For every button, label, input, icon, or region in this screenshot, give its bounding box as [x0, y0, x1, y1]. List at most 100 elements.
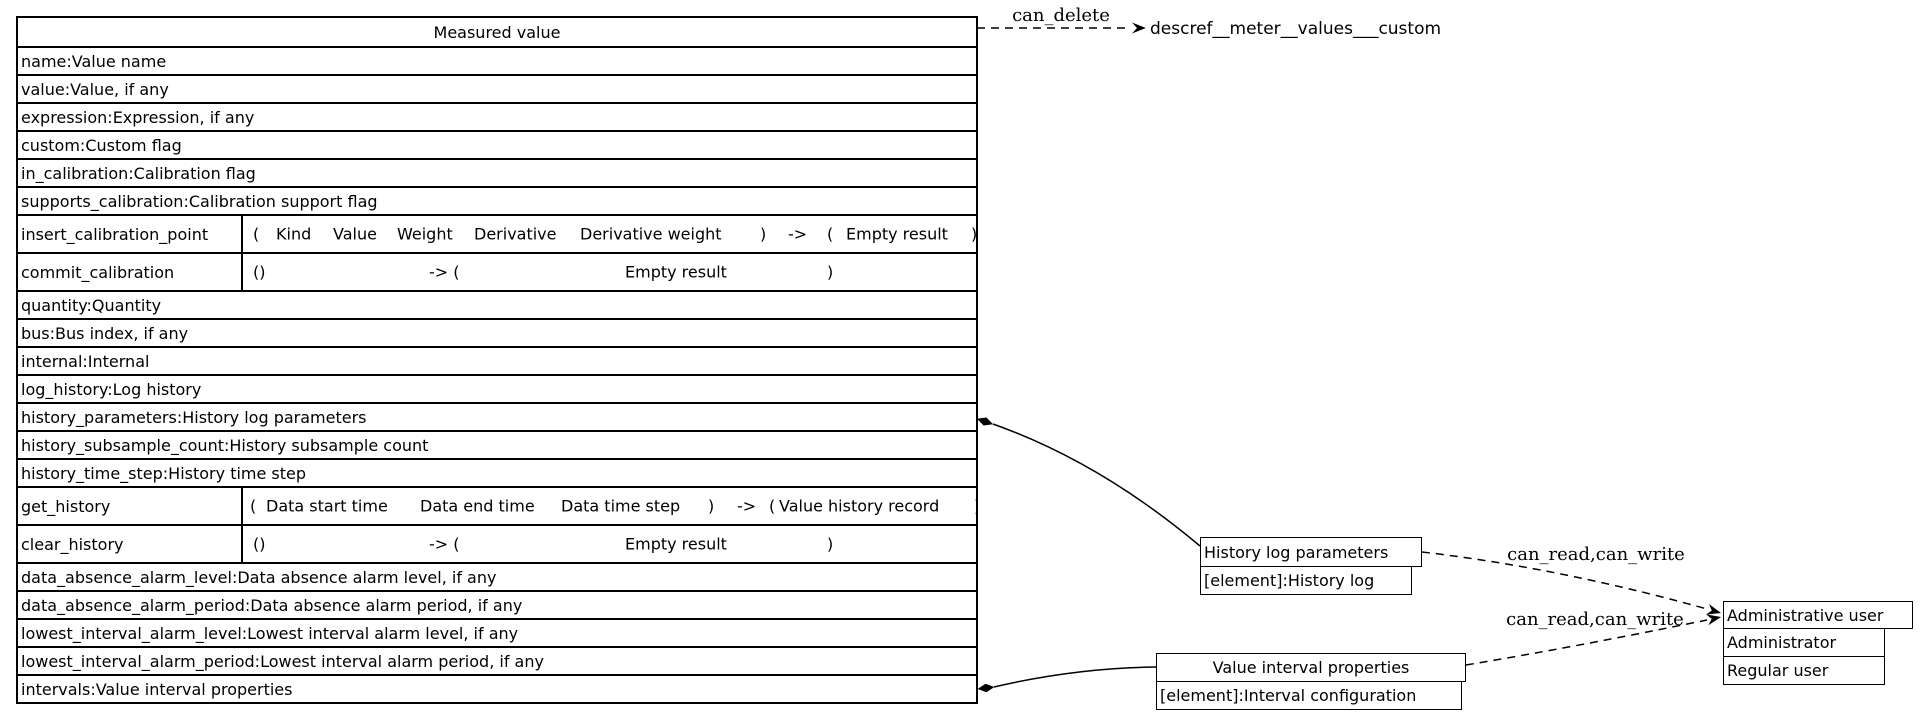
cell-text: data_absence_alarm_period:Data absence a…: [21, 595, 523, 615]
cell-text: value:Value, if any: [21, 79, 169, 99]
cell-text: bus:Bus index, if any: [21, 323, 189, 343]
sig-token: ->: [737, 496, 757, 516]
cell-text: data_absence_alarm_level:Data absence al…: [21, 567, 497, 587]
sig-token: -> (: [429, 262, 460, 282]
sig-token: Value history record: [779, 496, 940, 516]
method-signature-cell: () -> ( Empty result ): [243, 526, 976, 562]
node-title: Administrative user: [1723, 601, 1913, 629]
table-method-row-get-history: get_history ( Data start time Data end t…: [18, 486, 976, 524]
sig-token: Derivative weight: [580, 224, 722, 244]
sig-token: (: [827, 224, 834, 244]
sig-token: ): [971, 225, 976, 244]
table-row-custom: custom:Custom flag: [18, 130, 976, 158]
edge-label-can-read-can-write: can_read,can_write: [1507, 544, 1685, 565]
cell-text: internal:Internal: [21, 351, 150, 371]
arrowhead-icon: [1706, 614, 1721, 626]
table-method-row-insert-calibration-point: insert_calibration_point ( Kind Value We…: [18, 214, 976, 252]
node-value-interval-properties: Value interval properties [element]:Inte…: [1156, 653, 1466, 710]
cell-text: history_time_step:History time step: [21, 463, 307, 483]
table-row-name: name:Value name: [18, 46, 976, 74]
table-row-lowest-interval-alarm-period: lowest_interval_alarm_period:Lowest inte…: [18, 646, 976, 674]
sig-token: ): [708, 496, 715, 516]
node-row: [element]:Interval configuration: [1156, 682, 1462, 710]
sig-token: -> (: [429, 534, 460, 554]
method-name-cell: clear_history: [18, 526, 243, 562]
sig-token: ): [760, 224, 767, 244]
sig-token: ->: [788, 224, 808, 244]
sig-token: Empty result: [846, 224, 948, 244]
table-row-log-history: log_history:Log history: [18, 374, 976, 402]
table-row-value: value:Value, if any: [18, 74, 976, 102]
table-row-internal: internal:Internal: [18, 346, 976, 374]
node-descref-meter-values-custom: descref__meter__values___custom: [1150, 19, 1442, 39]
composition-diamond-icon: [977, 417, 993, 426]
node-title: History log parameters: [1200, 537, 1422, 567]
node-row: Administrator: [1723, 629, 1885, 657]
sig-token: Data end time: [420, 496, 535, 516]
sig-token: ): [827, 534, 834, 554]
table-row-intervals: intervals:Value interval properties: [18, 674, 976, 702]
cell-text: custom:Custom flag: [21, 135, 182, 155]
sig-token: Kind: [276, 224, 312, 244]
edge-intervals-line: [993, 666, 1157, 688]
table-title-row: Measured value: [18, 18, 976, 46]
arrowhead-icon: [1132, 22, 1146, 34]
arrowhead-icon: [1706, 604, 1721, 615]
node-row: [element]:History log: [1200, 567, 1412, 595]
composition-diamond-icon: [977, 683, 995, 693]
sig-token: ): [974, 497, 976, 516]
table-row-data-absence-alarm-period: data_absence_alarm_period:Data absence a…: [18, 590, 976, 618]
cell-text: name:Value name: [21, 51, 167, 71]
sig-token: (: [253, 224, 260, 244]
sig-token: Data start time: [266, 496, 388, 516]
method-name-cell: insert_calibration_point: [18, 216, 243, 252]
sig-token: Weight: [397, 224, 453, 244]
table-row-quantity: quantity:Quantity: [18, 290, 976, 318]
cell-text: history_parameters:History log parameter…: [21, 407, 367, 427]
table-row-expression: expression:Expression, if any: [18, 102, 976, 130]
cell-text: lowest_interval_alarm_period:Lowest inte…: [21, 651, 544, 671]
sig-token: Empty result: [625, 262, 727, 282]
table-row-data-absence-alarm-level: data_absence_alarm_level:Data absence al…: [18, 562, 976, 590]
cell-text: history_subsample_count:History subsampl…: [21, 435, 429, 455]
sig-token: (: [250, 496, 257, 516]
table-row-bus: bus:Bus index, if any: [18, 318, 976, 346]
cell-text: log_history:Log history: [21, 379, 202, 399]
sig-token: Empty result: [625, 534, 727, 554]
cell-text: lowest_interval_alarm_level:Lowest inter…: [21, 623, 519, 643]
node-administrative-user: Administrative user Administrator Regula…: [1723, 601, 1913, 685]
table-row-in-calibration: in_calibration:Calibration flag: [18, 158, 976, 186]
edge-label-can-read-can-write: can_read,can_write: [1506, 609, 1684, 630]
method-name-cell: get_history: [18, 488, 243, 524]
edge-history-parameters-line: [992, 423, 1201, 547]
cell-text: expression:Expression, if any: [21, 107, 255, 127]
method-signature-cell: ( Data start time Data end time Data tim…: [243, 488, 976, 524]
edge-label-can-delete: can_delete: [1012, 5, 1110, 26]
method-signature-cell: ( Kind Value Weight Derivative Derivativ…: [243, 216, 976, 252]
sig-token: (): [253, 534, 266, 554]
table-method-row-clear-history: clear_history () -> ( Empty result ): [18, 524, 976, 562]
sig-token: ): [827, 262, 834, 282]
table-row-history-time-step: history_time_step:History time step: [18, 458, 976, 486]
node-row: Regular user: [1723, 657, 1885, 685]
node-title: Value interval properties: [1156, 653, 1466, 682]
table-row-supports-calibration: supports_calibration:Calibration support…: [18, 186, 976, 214]
table-method-row-commit-calibration: commit_calibration () -> ( Empty result …: [18, 252, 976, 290]
sig-token: (: [769, 496, 776, 516]
cell-text: supports_calibration:Calibration support…: [21, 191, 378, 211]
table-row-history-subsample-count: history_subsample_count:History subsampl…: [18, 430, 976, 458]
cell-text: intervals:Value interval properties: [21, 679, 293, 699]
method-signature-cell: () -> ( Empty result ): [243, 254, 976, 290]
sig-token: (): [253, 262, 266, 282]
table-row-history-parameters: history_parameters:History log parameter…: [18, 402, 976, 430]
cell-text: quantity:Quantity: [21, 295, 162, 315]
sig-token: Derivative: [474, 224, 557, 244]
method-name-cell: commit_calibration: [18, 254, 243, 290]
table-title: Measured value: [433, 22, 561, 42]
sig-token: Data time step: [561, 496, 681, 516]
sig-token: Value: [333, 224, 377, 244]
cell-text: in_calibration:Calibration flag: [21, 163, 256, 183]
node-history-log-parameters: History log parameters [element]:History…: [1200, 537, 1422, 595]
measured-value-class-table: Measured value name:Value name value:Val…: [16, 16, 978, 704]
